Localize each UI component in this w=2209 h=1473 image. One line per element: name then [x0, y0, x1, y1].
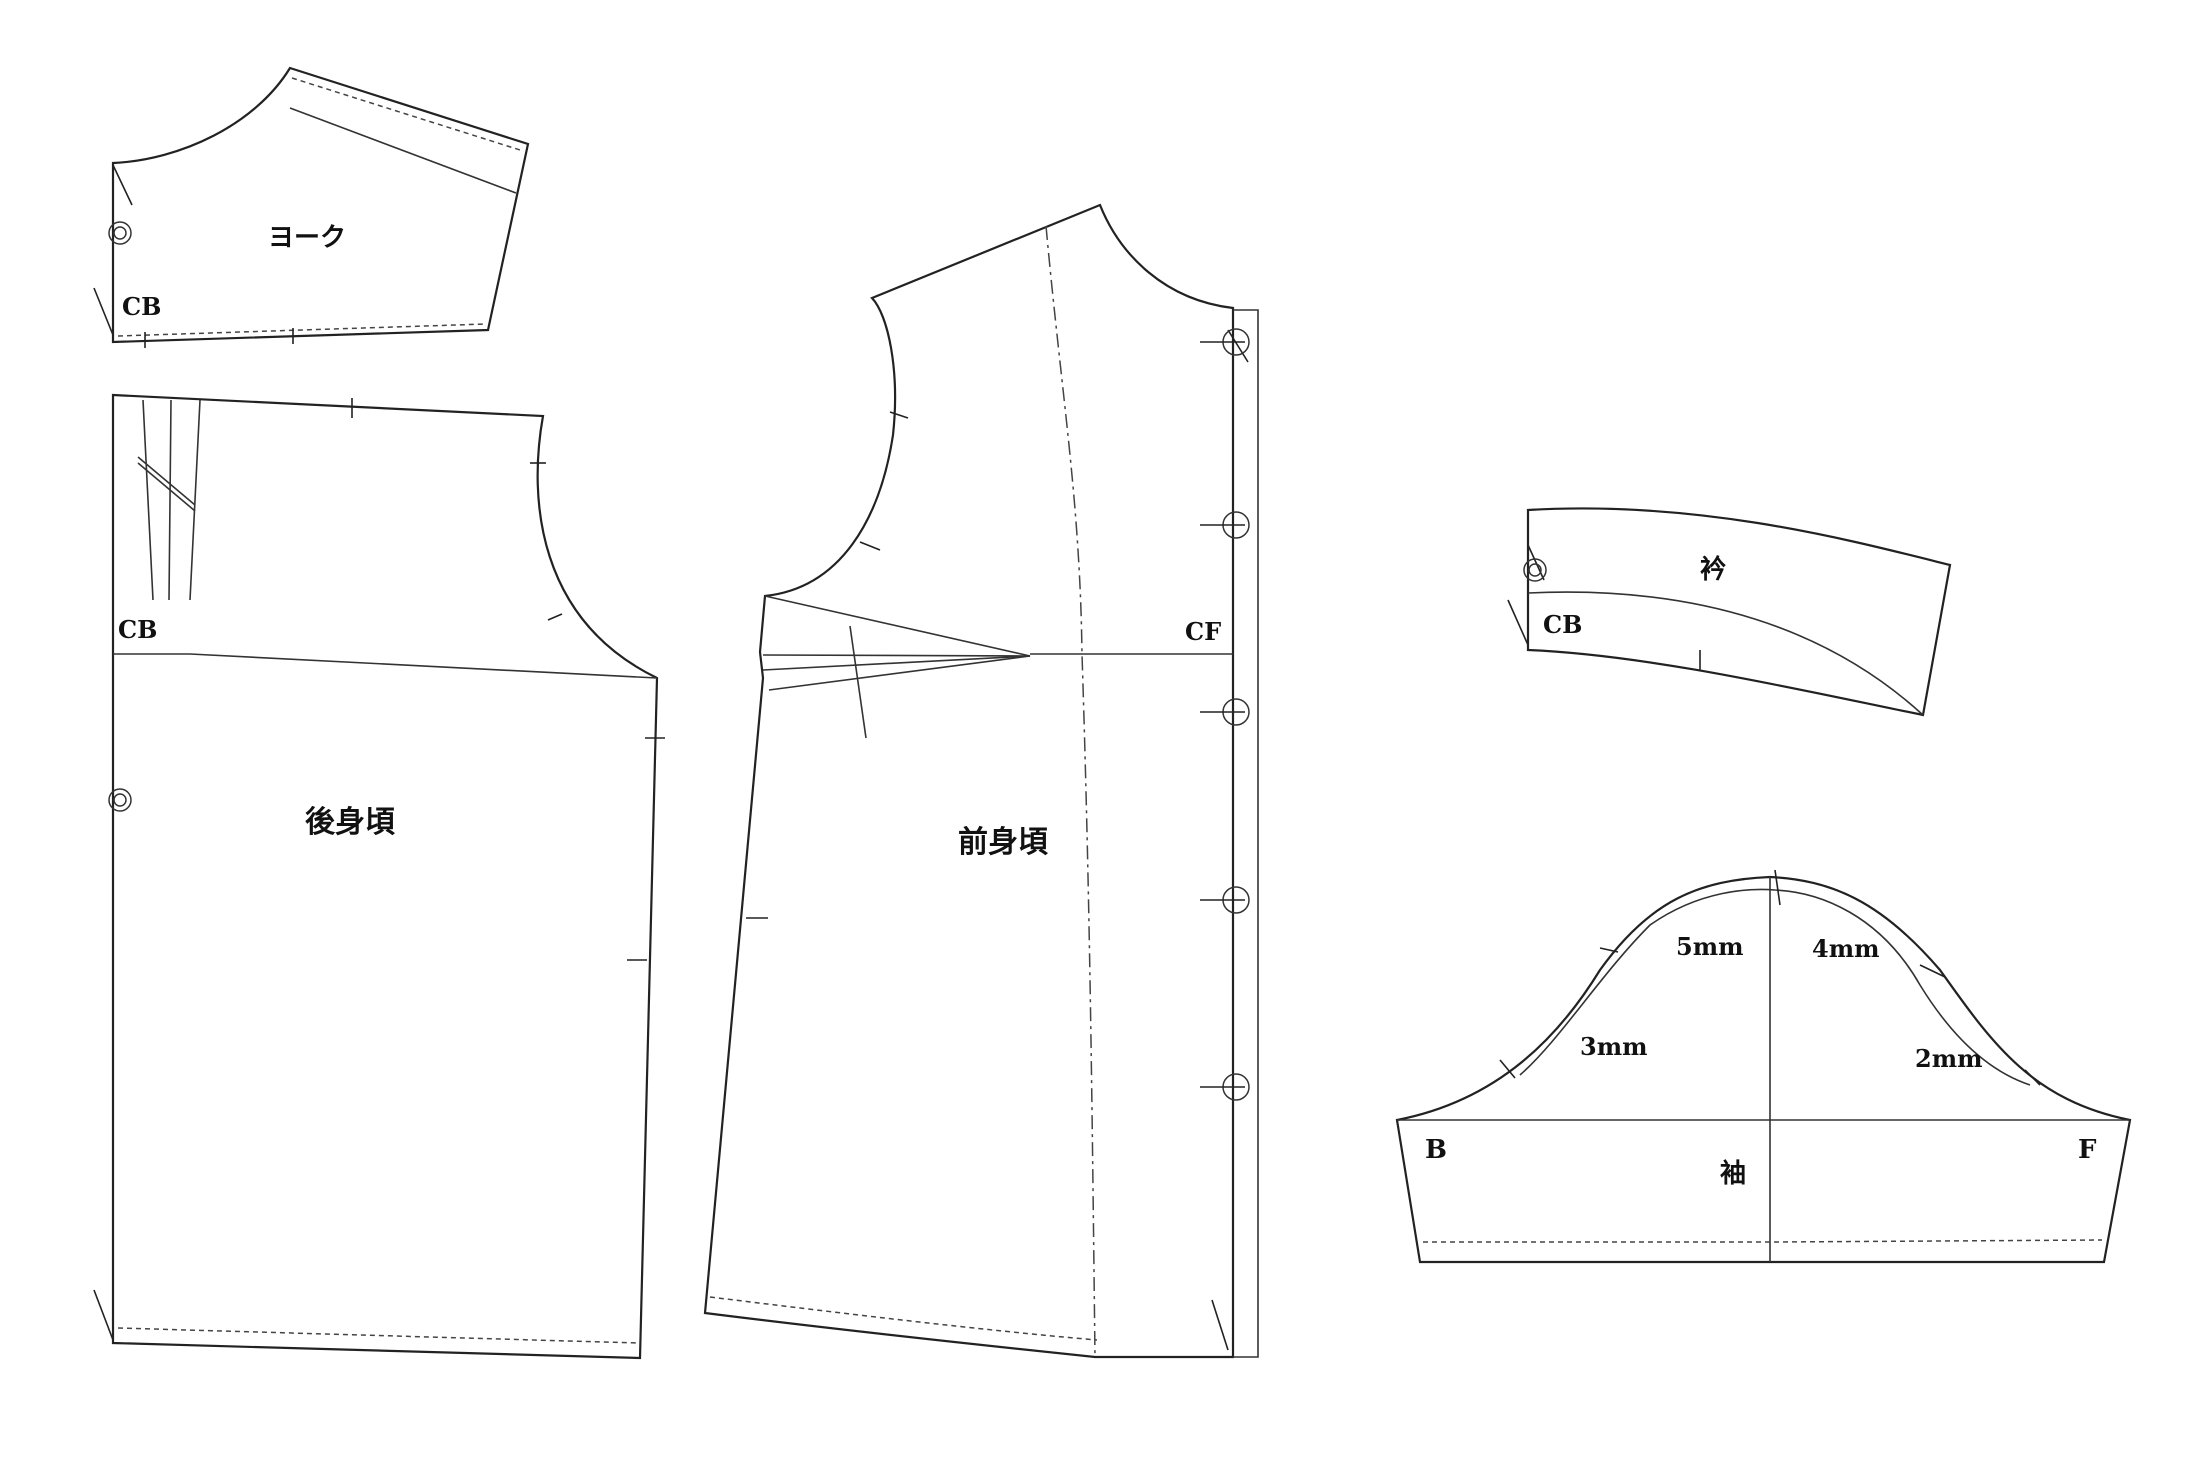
yoke-stitch-line — [291, 77, 521, 151]
back-chest-line — [113, 653, 658, 679]
front-notch — [859, 541, 881, 551]
yoke-label: ヨーク — [268, 223, 346, 253]
button-icon — [108, 221, 132, 245]
collar-label: 衿 — [1700, 554, 1726, 585]
button-icon — [1528, 563, 1542, 577]
back-pleat-line — [189, 399, 201, 601]
front-bodice-label: 前身頃 — [958, 825, 1048, 860]
sleeve-outline — [1395, 875, 2132, 1264]
sleeve-ease-3mm: 3mm — [1580, 1032, 1648, 1061]
back-pleat-line — [168, 399, 172, 601]
yoke-shoulder-seam — [289, 107, 517, 194]
sleeve-ease-4mm: 4mm — [1812, 934, 1880, 963]
back-pleat-line — [137, 456, 196, 506]
collar-stand-line — [1527, 591, 1924, 716]
button-icon — [113, 793, 127, 807]
sleeve-hem-stitch — [1423, 1239, 2103, 1243]
front-dart-line — [764, 595, 1031, 657]
back-bodice-piece: 後身頃 CB — [93, 393, 665, 1360]
yoke-notch — [93, 287, 114, 336]
back-notch — [547, 613, 563, 621]
sleeve-notch — [1774, 869, 1781, 906]
sleeve-ease-5mm: 5mm — [1676, 932, 1744, 961]
front-grain-line — [1045, 225, 1096, 1358]
button-icon — [108, 788, 132, 812]
back-hem-stitch — [117, 1327, 639, 1344]
back-bodice-label: 後身頃 — [305, 805, 395, 840]
sleeve-notch — [1499, 1059, 1516, 1079]
back-cb-label: CB — [118, 615, 157, 644]
collar-notch — [1507, 599, 1529, 646]
front-hem-stitch — [709, 1296, 1098, 1341]
sleeve-ease-line — [1519, 888, 2031, 1086]
button-icon — [1523, 558, 1547, 582]
yoke-notch — [112, 164, 133, 206]
front-bodice-outline — [703, 203, 1235, 1359]
sleeve-notch — [1599, 947, 1619, 953]
button-icon — [113, 226, 127, 240]
back-notch — [93, 1289, 114, 1341]
sleeve-label: 袖 — [1720, 1158, 1746, 1189]
buttonhole-markers — [1200, 328, 1250, 1101]
front-dart-line — [849, 625, 867, 739]
collar-cb-label: CB — [1543, 610, 1582, 639]
collar-notch — [1527, 544, 1545, 581]
sleeve-piece: 5mm 4mm 3mm 2mm 袖 B F — [1395, 869, 2132, 1264]
sleeve-ease-2mm: 2mm — [1915, 1044, 1983, 1073]
collar-outline — [1526, 507, 1952, 717]
front-cf-label: CF — [1185, 617, 1221, 646]
front-bodice-piece: 前身頃 CF — [703, 203, 1259, 1359]
yoke-piece: ヨーク CB — [93, 66, 530, 348]
front-notch — [1227, 329, 1249, 363]
sleeve-notch — [1919, 964, 1946, 978]
sleeve-back-label: B — [1425, 1135, 1447, 1165]
collar-piece: 衿 CB — [1507, 507, 1952, 717]
yoke-cb-label: CB — [122, 292, 161, 321]
yoke-outline — [111, 66, 530, 344]
front-dart-line — [762, 655, 1031, 671]
back-pleat-line — [137, 462, 196, 512]
front-facing-fold — [1233, 309, 1259, 1358]
back-pleat-line — [142, 399, 154, 601]
yoke-hem-stitch — [117, 323, 487, 337]
front-notch — [889, 411, 909, 419]
sleeve-notch — [2024, 1069, 2041, 1086]
front-dart-line — [768, 655, 1031, 691]
sleeve-front-label: F — [2078, 1135, 2097, 1165]
front-dart-line — [762, 654, 1031, 657]
front-notch — [1211, 1299, 1229, 1351]
back-bodice-outline — [111, 393, 659, 1360]
